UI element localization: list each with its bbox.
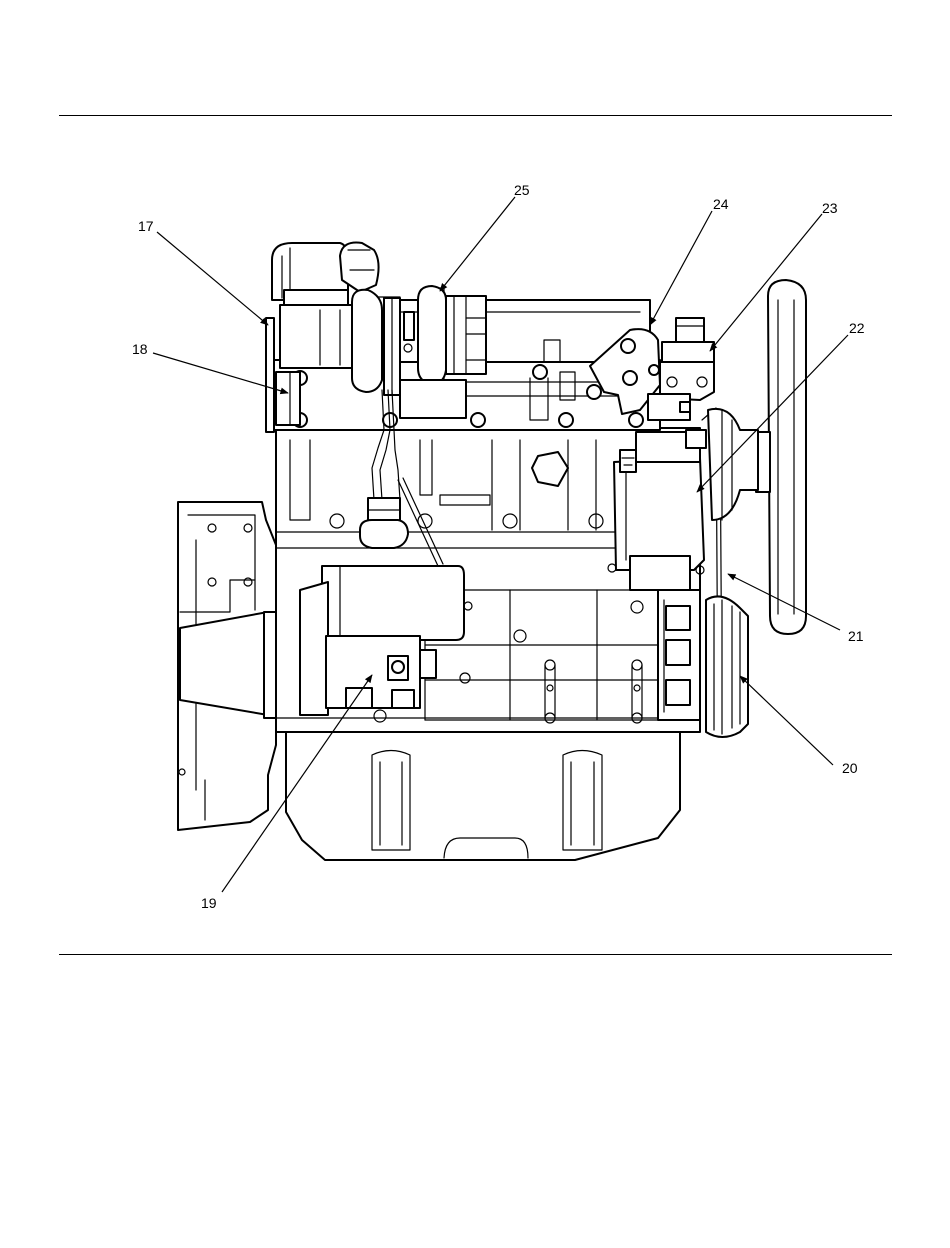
leader-20	[740, 676, 833, 765]
oil-pan	[286, 732, 680, 860]
callout-21: 21	[848, 628, 864, 644]
crankshaft-pulley	[706, 596, 748, 737]
callout-19: 19	[201, 895, 217, 911]
callout-22: 22	[849, 320, 865, 336]
fan	[756, 280, 806, 634]
fan-drive-pulley	[708, 409, 758, 520]
alternator	[608, 430, 706, 590]
callout-25: 25	[514, 182, 530, 198]
callout-24: 24	[713, 196, 729, 212]
flywheel-housing	[178, 502, 286, 830]
callout-17: 17	[138, 218, 154, 234]
callout-18: 18	[132, 341, 148, 357]
engine-drawing	[178, 243, 806, 860]
leader-17	[157, 232, 268, 325]
leader-24	[650, 211, 712, 325]
callout-23: 23	[822, 200, 838, 216]
callout-20: 20	[842, 760, 858, 776]
leader-25	[440, 197, 515, 291]
